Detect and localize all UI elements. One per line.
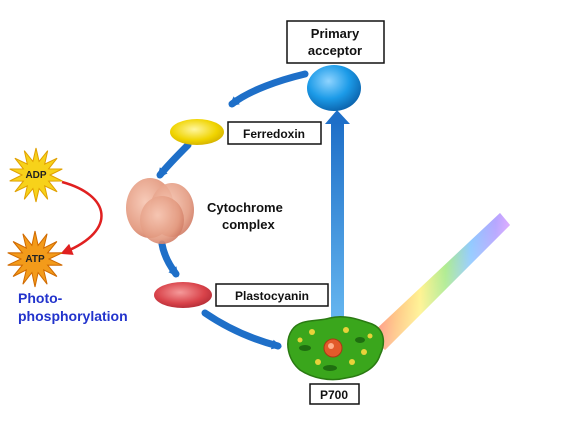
p700-complex [287,315,385,381]
primary-acceptor-label-line2: acceptor [308,43,362,58]
p700-to-acceptor-arrow [325,110,350,322]
adp-label: ADP [25,170,46,181]
atp-label: ATP [25,254,45,265]
plastocyanin-label: Plastocyanin [235,289,309,303]
adp-to-atp-arrow [60,180,103,255]
plastocyanin-label-box: Plastocyanin [215,283,329,307]
adp-star: ADP [9,147,63,203]
cytochrome-label-line2: complex [222,217,276,232]
plastocyanin-to-p700-arrow [201,309,282,350]
cytochrome-complex-shape [126,178,194,244]
photophosphorylation-label-line1: Photo- [18,290,63,306]
primary-acceptor-sphere [307,65,361,111]
acceptor-to-ferredoxin-arrow [228,70,309,108]
plastocyanin-ellipse [154,282,212,308]
primary-acceptor-label-box: Primary acceptor [286,20,385,64]
ferredoxin-ellipse [170,119,224,145]
light-beam [370,213,510,350]
atp-star: ATP [7,230,63,288]
ferredoxin-label-box: Ferredoxin [227,121,322,145]
p700-label-box: P700 [309,383,360,405]
ferredoxin-to-cytochrome-arrow [156,141,192,179]
p700-label: P700 [320,388,348,402]
primary-acceptor-label-line1: Primary [311,26,360,41]
cytochrome-to-plastocyanin-arrow [158,240,180,278]
cytochrome-label-line1: Cytochrome [207,200,283,215]
ferredoxin-label: Ferredoxin [243,127,305,141]
photophosphorylation-label-line2: phosphorylation [18,308,128,324]
